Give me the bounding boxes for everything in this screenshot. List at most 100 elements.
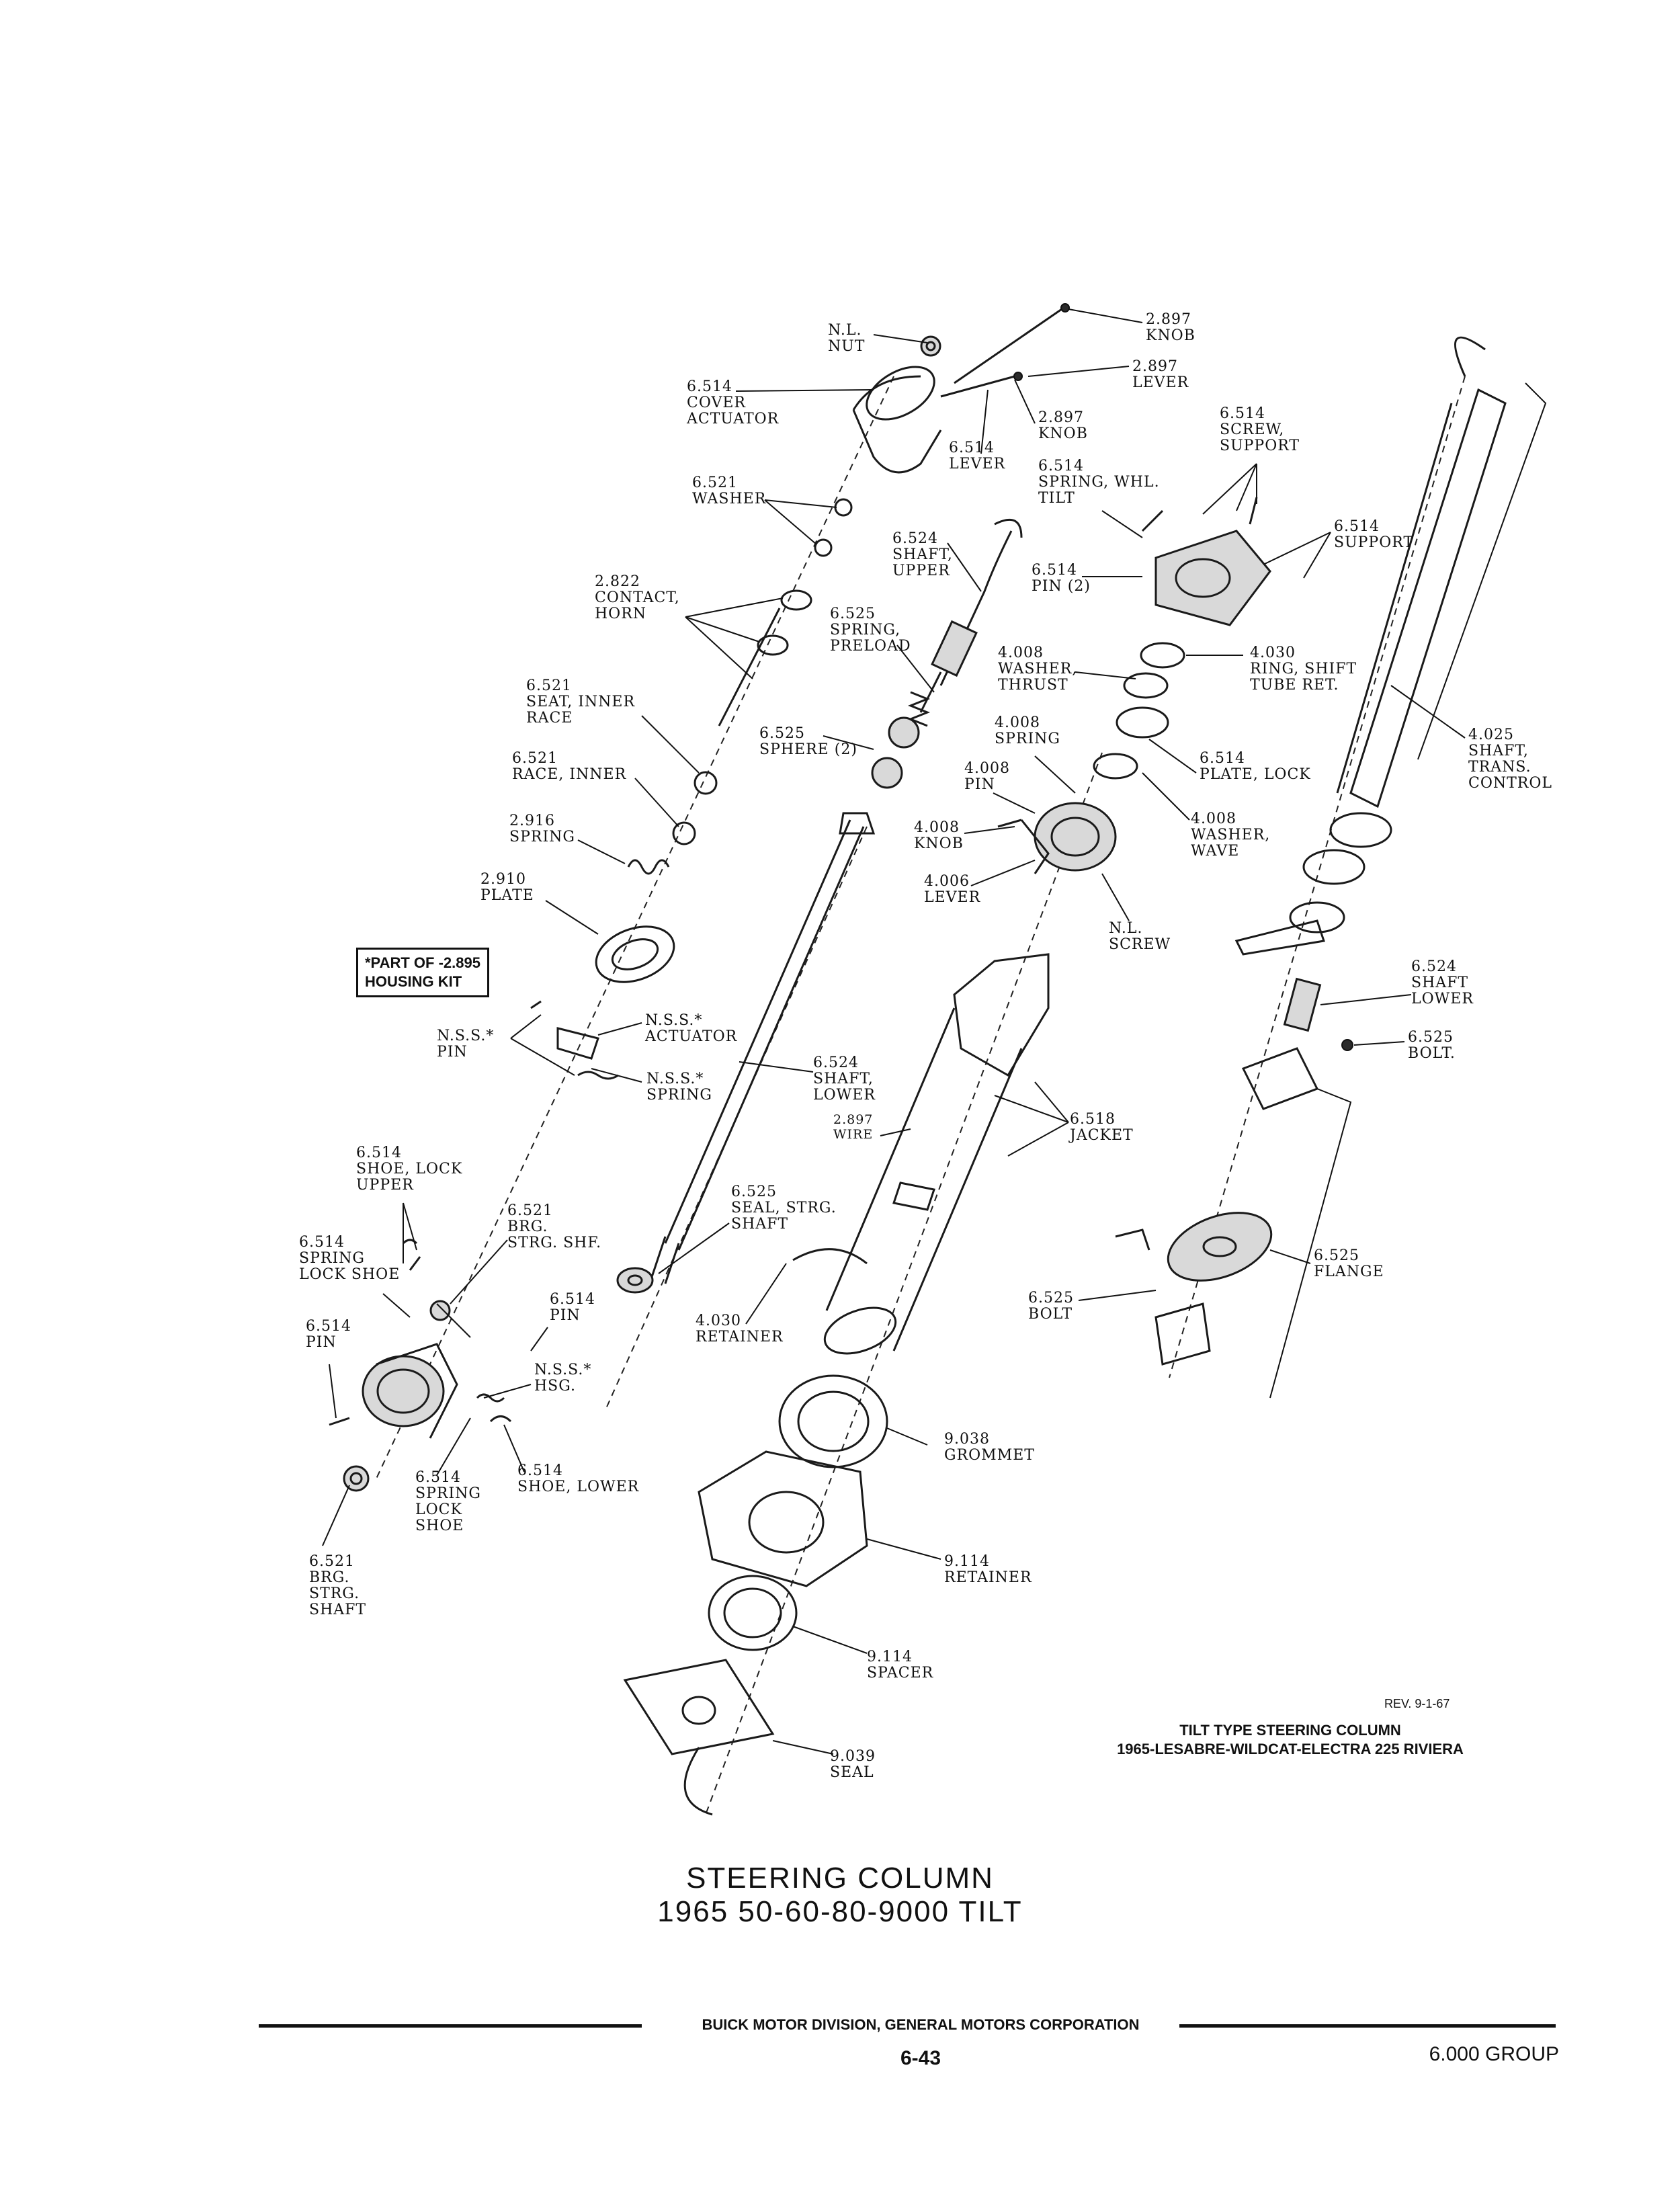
note-line-1: *PART OF -2.895 [365, 954, 480, 971]
label-washer-wave: 4.008 WASHER, WAVE [1191, 810, 1275, 860]
washer-part [814, 498, 853, 557]
label-pin-6514-a: 6.514 PIN [550, 1291, 601, 1324]
horn-contact-part [718, 589, 812, 726]
label-nss-spring: N.S.S.* SPRING [646, 1071, 712, 1104]
label-pin-2-6514: 6.514 PIN (2) [1032, 562, 1091, 595]
label-jacket-6518: 6.518 JACKET [1068, 1111, 1134, 1144]
shift-ring-part [1093, 642, 1185, 780]
label-spring-lock-shoe: 6.514 SPRING LOCK SHOE [299, 1234, 400, 1283]
footer-rule-right [1179, 2024, 1556, 2028]
label-lever-4006: 4.006 LEVER [924, 873, 981, 906]
retainer-plate-part [698, 1450, 868, 1587]
retainer-ring-part [792, 1248, 868, 1265]
label-spring-lock-shoe-2: 6.514 SPRING LOCK SHOE [415, 1469, 487, 1534]
footer-rule-left [259, 2024, 642, 2028]
jacket-axis-line [705, 752, 1103, 1815]
bearing-housing-part [329, 1343, 458, 1439]
diagram-caption-line-2: 1965-LESABRE-WILDCAT-ELECTRA 225 RIVIERA [1117, 1741, 1464, 1757]
bearing-part [343, 1300, 451, 1492]
label-race-inner: 6.521 RACE, INNER [512, 750, 627, 783]
grommet-part [778, 1374, 888, 1468]
label-seal-strg-shaft: 6.525 SEAL, STRG. SHAFT [731, 1183, 842, 1233]
label-retainer-9114: 9.114 RETAINER [944, 1553, 1032, 1586]
label-seat-inner-race: 6.521 SEAT, INNER RACE [526, 677, 640, 726]
label-seal-9039: 9.039 SEAL [830, 1748, 881, 1781]
lower-coupling-part [1241, 977, 1353, 1110]
label-sphere-2: 6.525 SPHERE (2) [759, 725, 857, 758]
label-knob-2897-a: 2.897 KNOB [1146, 311, 1197, 344]
label-bolt-6525: 6.525 BOLT [1028, 1290, 1079, 1323]
page-title: STEERING COLUMN [686, 1862, 994, 1895]
label-plate-lock: 6.514 PLATE, LOCK [1200, 750, 1311, 783]
part-labels: N.L. NUT 2.897 KNOB 2.897 LEVER 6.514 CO… [299, 311, 1552, 1781]
support-part [1141, 497, 1271, 626]
label-brg-strg-shf: 6.521 BRG. STRG. SHF. [507, 1202, 601, 1251]
note-line-2: HOUSING KIT [365, 973, 462, 990]
label-pin-6514-b: 6.514 PIN [306, 1318, 357, 1351]
label-flange-6525: 6.525 FLANGE [1314, 1247, 1384, 1280]
label-washer-thrust: 4.008 WASHER, THRUST [998, 645, 1083, 694]
footer-group: 6.000 GROUP [1429, 2043, 1559, 2065]
label-cover-actuator: 6.514 COVER ACTUATOR [686, 378, 780, 427]
label-shoe-lock-upper: 6.514 SHOE, LOCK UPPER [356, 1145, 468, 1194]
label-shaft-lower-6524: 6.524 SHAFT, LOWER [813, 1054, 879, 1104]
bearing-race-part [672, 771, 718, 845]
flange-part [1115, 1212, 1273, 1366]
label-ring-shift-tube: 4.030 RING, SHIFT TUBE RET. [1250, 645, 1362, 694]
label-contact-horn: 2.822 CONTACT, HORN [595, 573, 685, 622]
lower-shaft-part [650, 812, 876, 1284]
label-wire-2897: 2.897 WIRE [833, 1112, 878, 1142]
sphere-part [871, 716, 920, 789]
page-subtitle: 1965 50-60-80-9000 TILT [657, 1895, 1023, 1928]
trans-control-shaft-part [1234, 336, 1507, 956]
label-shaft-lower-6524-r: 6.524 SHAFT LOWER [1411, 958, 1474, 1007]
label-nl-nut: N.L. NUT [828, 322, 867, 355]
seal-strg-shaft-part [616, 1267, 654, 1294]
label-spring-whl-tilt: 6.514 SPRING, WHL. TILT [1038, 458, 1165, 507]
cover-actuator-part [852, 366, 942, 474]
lower-housing-part [997, 802, 1117, 874]
label-nss-pin: N.S.S.* PIN [437, 1028, 499, 1061]
footer-page-number: 6-43 [900, 2047, 941, 2069]
label-pin-4008: 4.008 PIN [964, 760, 1015, 793]
housing-kit-note: *PART OF -2.895 HOUSING KIT [356, 948, 489, 997]
diagram-caption-line-1: TILT TYPE STEERING COLUMN [1179, 1722, 1401, 1739]
label-knob-4008: 4.008 KNOB [914, 819, 965, 852]
label-washer-6521: 6.521 WASHER [692, 474, 767, 507]
label-retainer-4030: 4.030 RETAINER [696, 1313, 784, 1345]
label-spring-preload: 6.525 SPRING, PRELOAD [830, 606, 911, 655]
plate-part [595, 925, 675, 983]
jacket-part [823, 953, 1050, 1355]
tilt-lever-part [940, 303, 1070, 398]
label-nss-hsg: N.S.S.* HSG. [534, 1362, 597, 1395]
label-shaft-upper: 6.524 SHAFT, UPPER [892, 530, 958, 579]
seal-plate-part [623, 1659, 775, 1816]
label-bolt-6525-r: 6.525 BOLT. [1408, 1029, 1459, 1062]
bracket-trans-shaft [1417, 382, 1547, 760]
label-knob-2897-b: 2.897 KNOB [1038, 409, 1089, 442]
label-lever-6514: 6.514 LEVER [949, 440, 1006, 472]
bracket-nss-housing [436, 1303, 471, 1338]
upper-shaft-part [907, 518, 1023, 727]
revision-date: REV. 9-1-67 [1384, 1697, 1450, 1710]
label-brg-strg-shaft: 6.521 BRG. STRG. SHAFT [309, 1553, 366, 1618]
label-nl-screw: N.L. SCREW [1109, 920, 1171, 953]
right-axis-line [1169, 376, 1466, 1378]
label-plate-2910: 2.910 PLATE [480, 871, 534, 904]
label-spacer-9114: 9.114 SPACER [867, 1649, 934, 1681]
lower-shoe-part [402, 1239, 512, 1423]
nut-part [920, 335, 941, 357]
label-lever-2897: 2.897 LEVER [1132, 358, 1189, 391]
label-nss-actuator: N.S.S.* ACTUATOR [644, 1012, 738, 1045]
label-shaft-trans-control: 4.025 SHAFT, TRANS. CONTROL [1468, 726, 1552, 792]
label-spring-2916: 2.916 SPRING [509, 813, 575, 845]
label-spring-4008: 4.008 SPRING [995, 714, 1060, 747]
nss-actuator-part [530, 1000, 619, 1080]
bracket-flange [1269, 1088, 1352, 1399]
label-shoe-lower: 6.514 SHOE, LOWER [517, 1462, 640, 1495]
footer-company: BUICK MOTOR DIVISION, GENERAL MOTORS COR… [702, 2016, 1140, 2033]
leader-lines [322, 308, 1466, 1755]
label-screw-support: 6.514 SCREW, SUPPORT [1220, 405, 1300, 454]
